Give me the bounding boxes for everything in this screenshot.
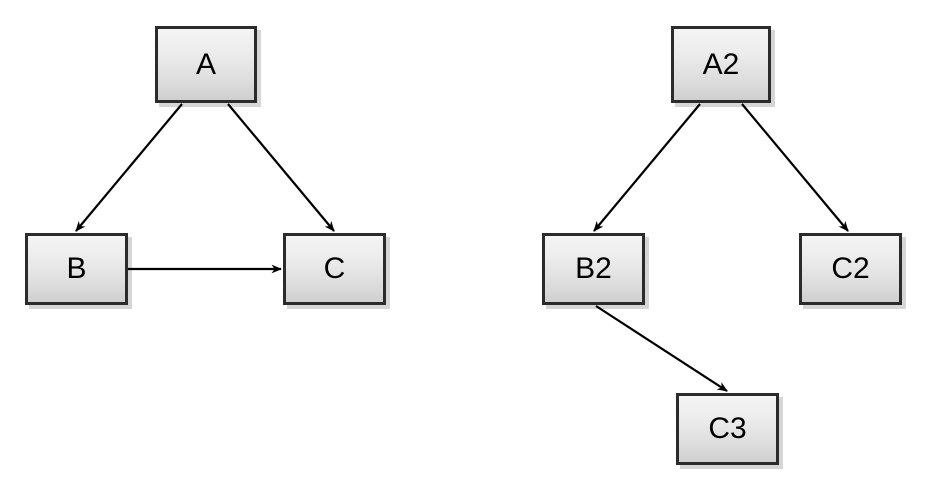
node-label-a: A [195,47,216,81]
edge-a-to-b [75,103,183,232]
node-b2[interactable]: B2 [542,233,645,305]
edge-a2-to-c2 [741,103,849,232]
edge-b2-to-c3 [595,305,728,392]
node-label-b: B [66,252,87,285]
node-a2[interactable]: A2 [671,26,771,103]
node-label-b2: B2 [575,252,612,285]
node-label-c: C [323,252,346,285]
node-c3[interactable]: C3 [676,393,779,465]
node-c[interactable]: C [283,233,386,305]
node-label-c3: C3 [708,412,747,445]
node-b[interactable]: B [25,233,128,305]
node-c2[interactable]: C2 [799,233,902,305]
edge-a-to-c [227,103,335,232]
edge-a2-to-b2 [593,103,701,232]
node-label-c2: C2 [831,252,870,285]
node-a[interactable]: A [155,26,257,103]
node-label-a2: A2 [702,47,740,81]
